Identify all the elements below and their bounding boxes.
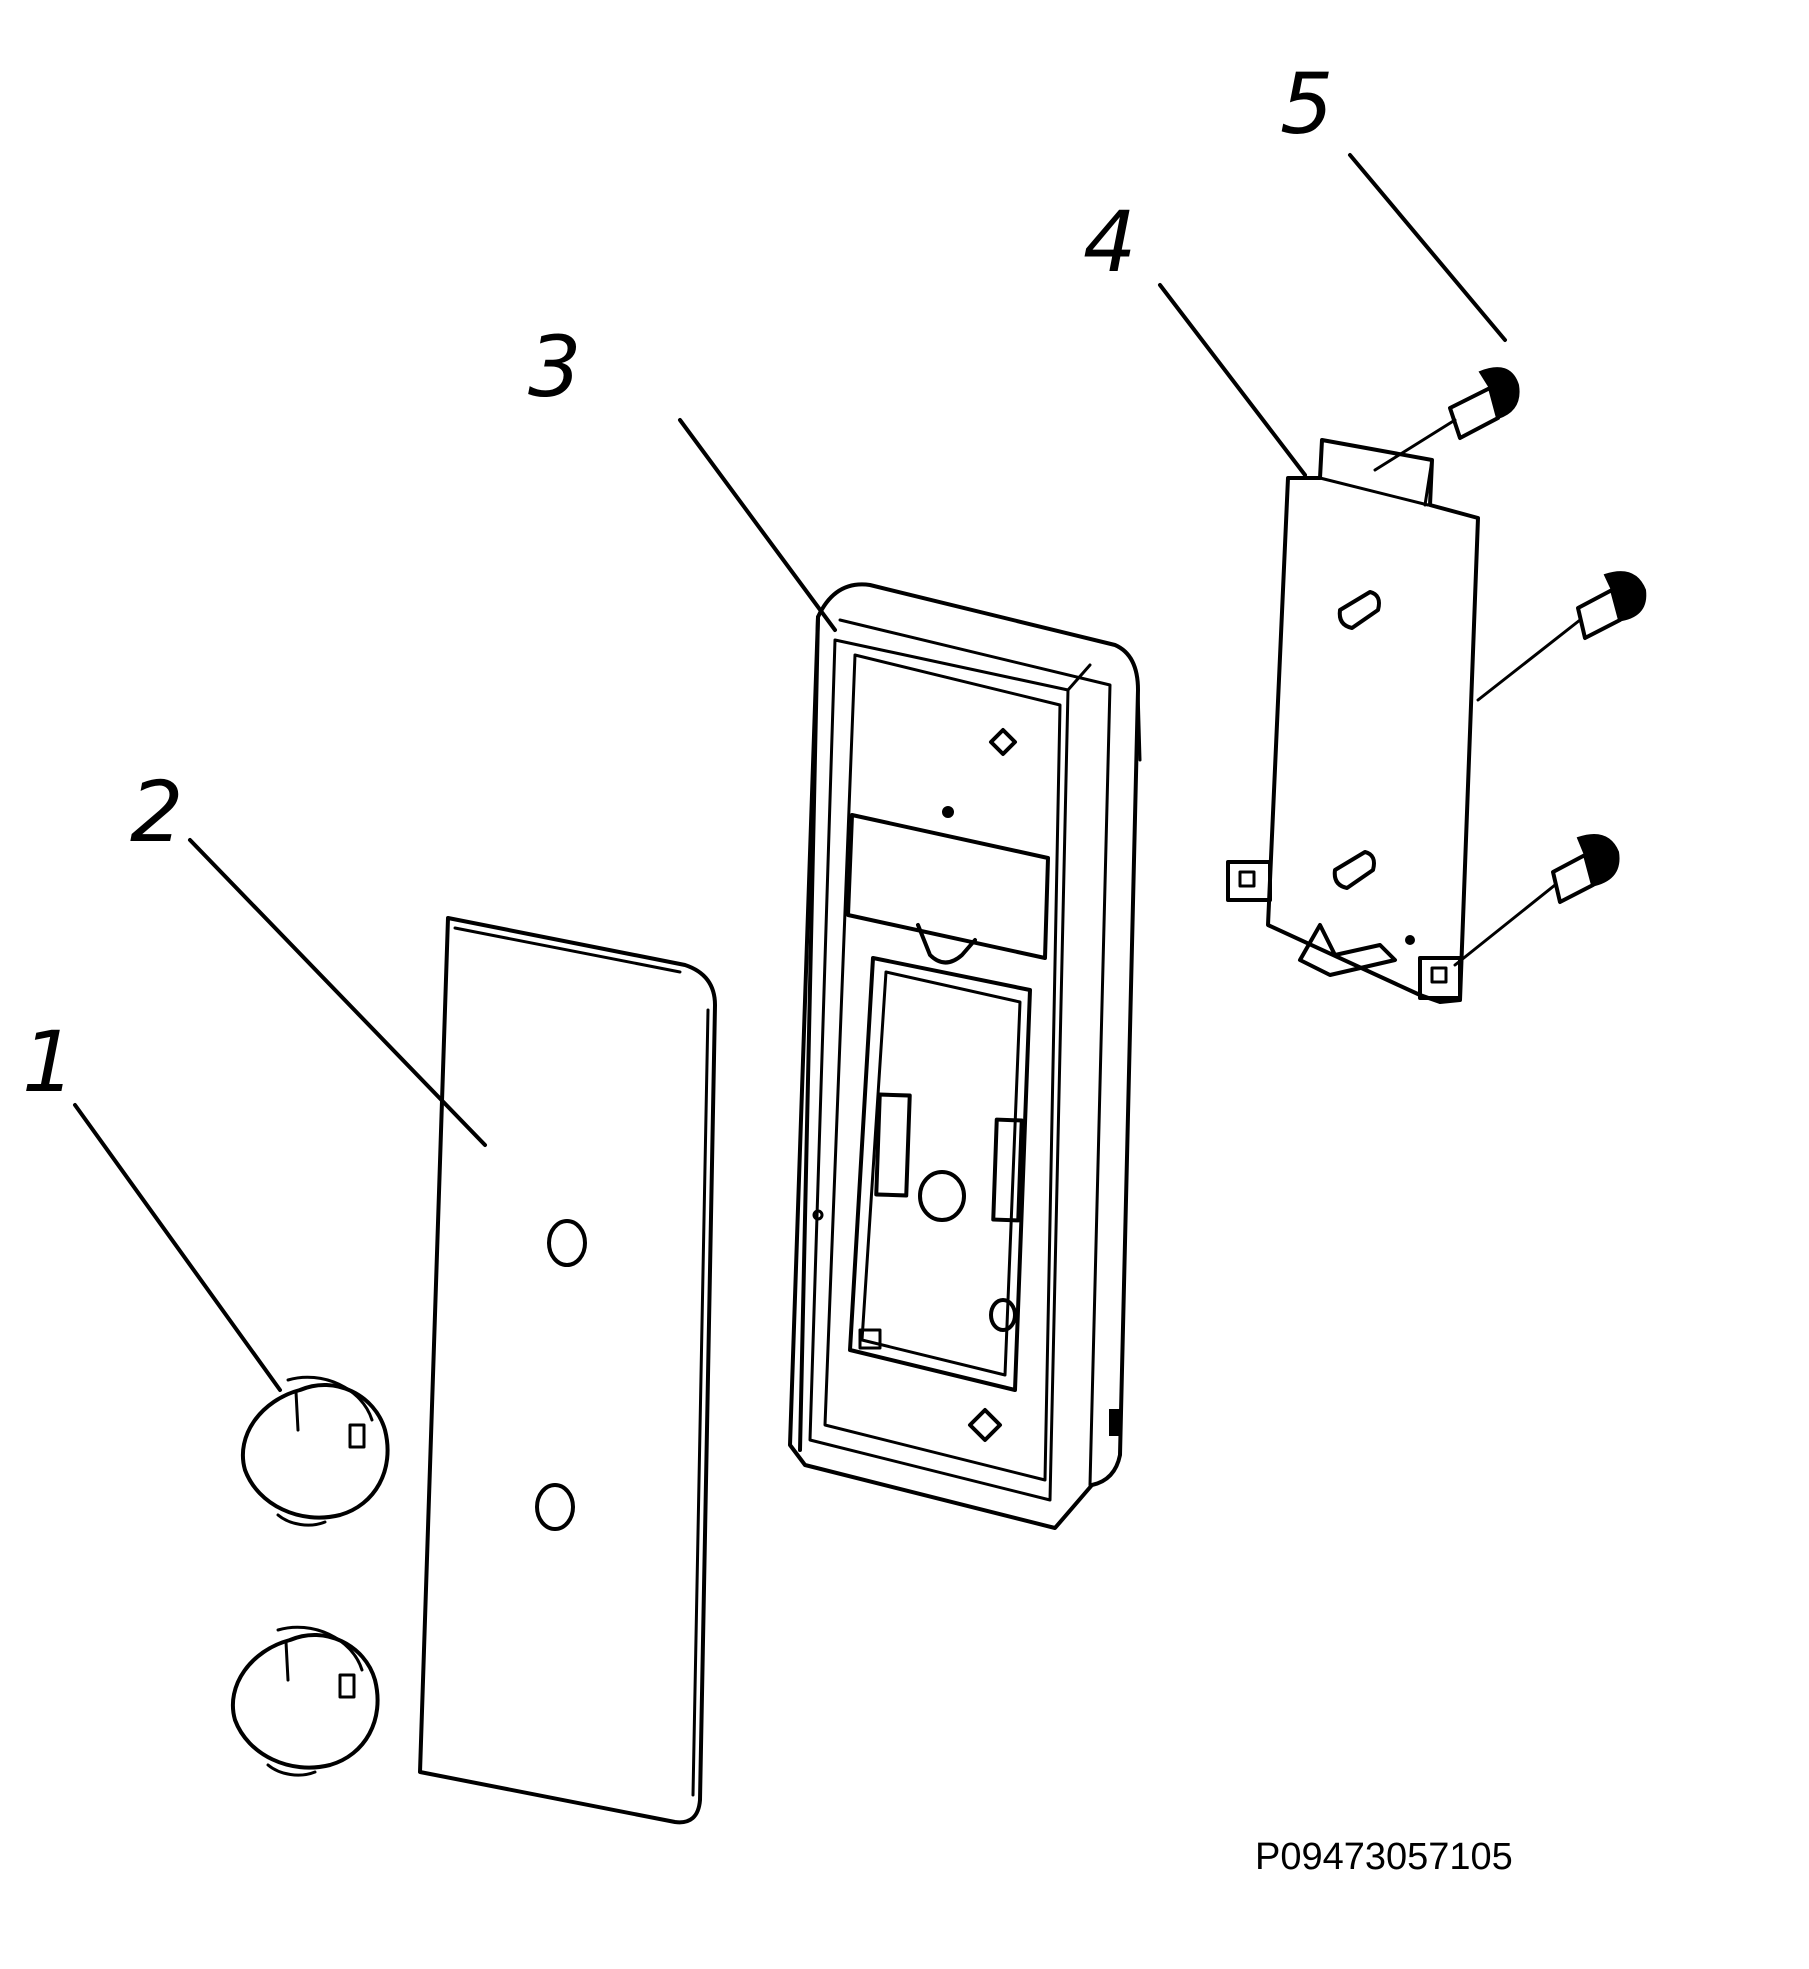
leader-line-5 — [1348, 153, 1507, 342]
knob-upper — [241, 1375, 390, 1527]
callout-3: 3 — [528, 318, 582, 416]
panel-hole-upper — [547, 1219, 587, 1267]
leader-line-3 — [678, 418, 837, 632]
figure-code: P09473057105 — [1255, 1836, 1513, 1878]
callout-2: 2 — [130, 763, 184, 861]
knob-lower — [231, 1625, 380, 1777]
callout-4: 4 — [1083, 193, 1137, 291]
circuit-board — [1226, 438, 1480, 1004]
leader-line-1 — [73, 1103, 282, 1392]
screw-top — [1373, 367, 1520, 472]
front-panel — [418, 916, 717, 1825]
panel-hole-lower — [535, 1483, 575, 1531]
leader-line-4 — [1158, 283, 1307, 477]
callout-5: 5 — [1280, 55, 1334, 153]
screw-bottom — [1453, 834, 1620, 967]
leader-lines — [73, 153, 1507, 1392]
callout-1: 1 — [22, 1013, 76, 1111]
leader-line-2 — [188, 838, 487, 1147]
screw-middle — [1476, 571, 1647, 702]
housing — [788, 582, 1142, 1530]
